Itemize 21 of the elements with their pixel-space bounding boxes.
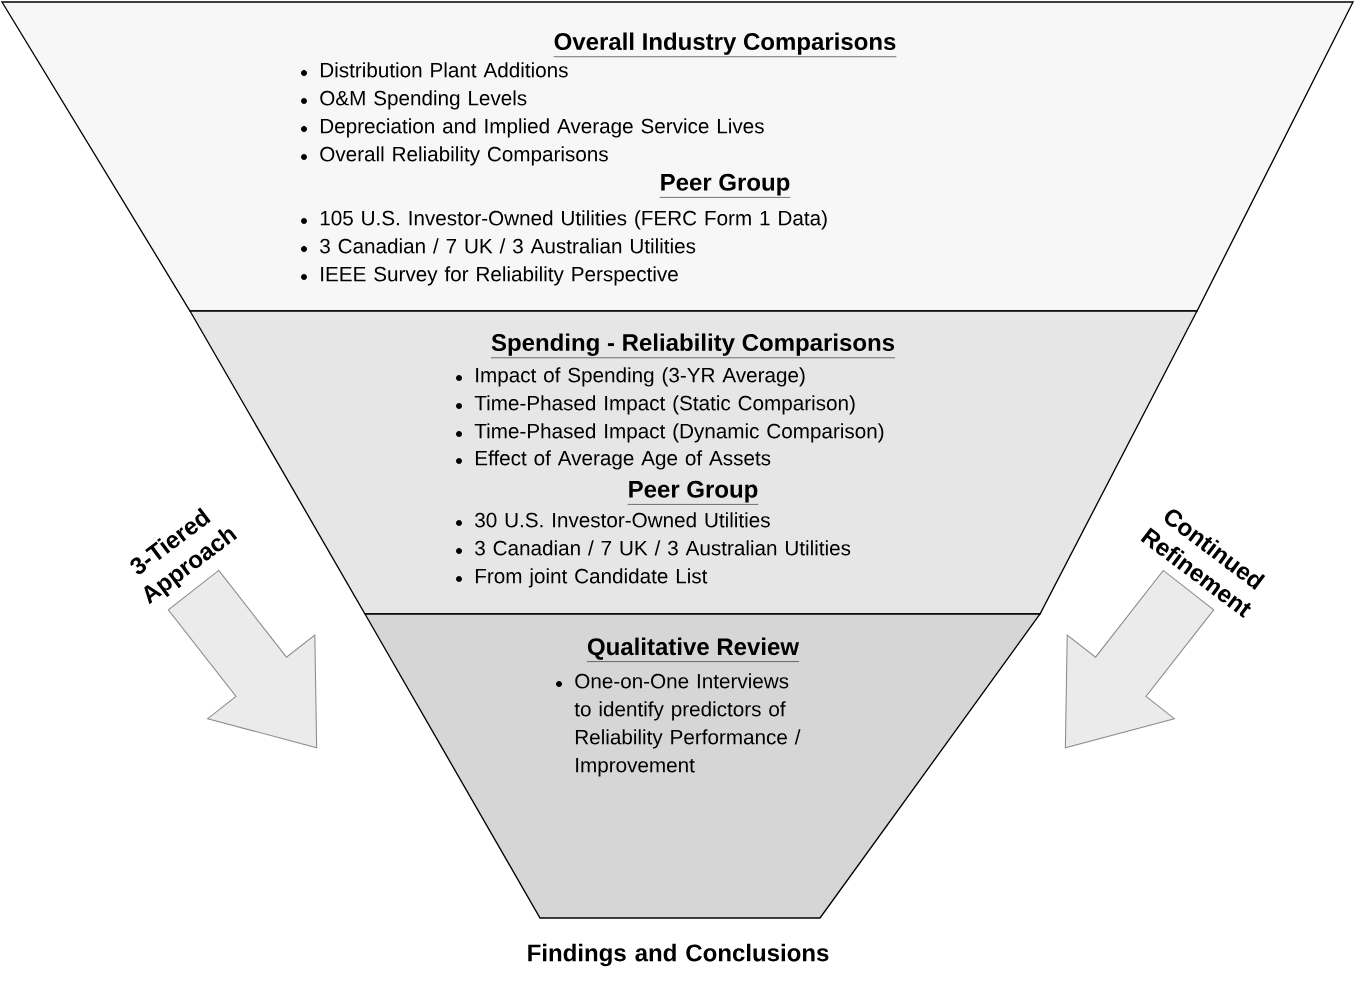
bullet-item: Time-Phased Impact (Dynamic Comparison) [456,423,884,443]
heading: Peer Group [659,173,791,198]
bullet-item: 3 Canadian / 7 UK / 3 Australian Utilities [456,540,851,556]
bullet-item: Distribution Plant Additions [301,62,568,78]
bullet-item: Depreciation and Implied Average Service Lives [301,118,764,138]
bullet-item: IEEE Survey for Reliability Perspective [301,266,678,286]
bullet-item: Impact of Spending (3-YR Average) [456,367,805,387]
bullet-item: One-on-One Interviews to identify predictors of Reliability Performance / Improvement [556,673,801,777]
bullet-item: Overall Reliability Comparisons [301,146,608,166]
bullet-item: 30 U.S. Investor-Owned Utilities [456,512,770,528]
heading: Overall Industry Comparisons [553,32,897,57]
bullet-item: From joint Candidate List [456,568,708,588]
bullet-item: Effect of Average Age of Assets [456,450,771,470]
bullet-item: 105 U.S. Investor-Owned Utilities (FERC Form 1 Data) [301,210,827,230]
bullet-item: Time-Phased Impact (Static Comparison) [456,395,855,415]
label-text: Findings and Conclusions [528,943,829,967]
heading: Spending - Reliability Comparisons [490,333,896,359]
heading: Peer Group [627,480,759,505]
bullet-item: O&M Spending Levels [301,90,527,110]
bullet-item: 3 Canadian / 7 UK / 3 Australian Utilities [301,238,696,254]
heading: Qualitative Review [586,637,800,662]
